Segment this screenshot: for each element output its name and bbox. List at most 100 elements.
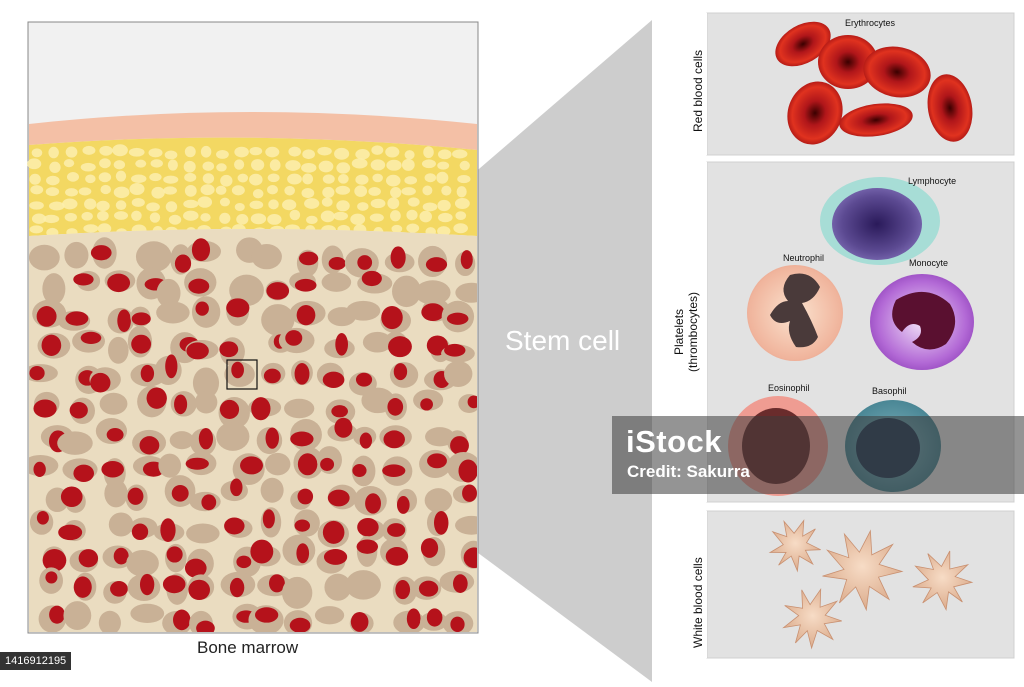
marrow-cell — [250, 539, 281, 567]
side-label-platelets: Platelets (thrombocytes) — [672, 292, 700, 372]
fat-globule — [234, 146, 249, 158]
marrow-cell — [127, 325, 153, 358]
marrow-cell — [381, 518, 407, 543]
fat-globule — [304, 198, 320, 209]
marrow-cell — [184, 548, 214, 579]
fat-globule — [318, 160, 334, 173]
fat-globule — [249, 173, 263, 186]
marrow-cell — [396, 488, 418, 514]
fat-globule — [31, 213, 47, 224]
fat-globule — [401, 158, 415, 171]
bone-marrow-diagram — [27, 21, 479, 634]
marrow-cell — [69, 397, 95, 424]
marrow-cell — [327, 484, 358, 510]
watermark-band — [612, 416, 1024, 494]
marrow-cell — [184, 268, 217, 297]
marrow-cell — [73, 572, 97, 601]
marrow-cell — [316, 549, 348, 574]
marrow-cell — [135, 241, 172, 273]
fat-globule — [387, 197, 400, 210]
lymphocyte-label: Lymphocyte — [908, 176, 957, 186]
fat-globule — [184, 146, 196, 158]
marrow-cell — [29, 244, 60, 271]
fat-globule — [45, 187, 60, 197]
fat-globule — [284, 185, 295, 196]
fat-globule — [337, 174, 349, 184]
fat-globule — [151, 186, 165, 199]
marrow-cell — [414, 280, 451, 305]
marrow-cell — [392, 576, 417, 605]
marrow-cell — [441, 300, 475, 333]
marrow-cell — [248, 605, 284, 632]
marrow-cell — [296, 249, 319, 277]
marrow-cell — [353, 426, 377, 449]
basophil-label: Basophil — [872, 386, 907, 396]
marrow-cell — [62, 458, 98, 483]
marrow-cell — [57, 431, 93, 455]
marrow-cell — [73, 270, 101, 292]
fat-globule — [302, 173, 314, 185]
fat-globule — [112, 144, 128, 157]
fat-globule — [216, 149, 229, 159]
fat-globule — [168, 214, 182, 225]
fat-globule — [129, 183, 145, 196]
fat-globule — [317, 146, 332, 156]
fat-globule — [252, 189, 264, 199]
fat-globule — [202, 173, 215, 184]
marrow-cell — [29, 454, 59, 478]
marrow-cell — [316, 362, 345, 388]
marrow-cell — [108, 336, 129, 364]
rbc-3 — [863, 46, 931, 98]
fat-globule — [80, 162, 96, 172]
fat-globule — [46, 175, 60, 186]
fat-globule — [267, 213, 282, 225]
fat-globule — [184, 172, 197, 182]
marrow-cell — [324, 573, 352, 601]
marrow-cell — [380, 538, 409, 566]
marrow-cell — [384, 331, 412, 358]
fat-globule — [407, 197, 420, 207]
marrow-cell — [327, 417, 358, 442]
fat-globule — [390, 187, 402, 198]
marrow-cell — [89, 367, 121, 393]
marrow-cell — [218, 397, 250, 429]
marrow-cell — [362, 331, 392, 353]
fat-globule — [99, 158, 111, 169]
marrow-cell — [107, 307, 135, 334]
fat-globule — [131, 197, 145, 207]
fat-globule — [128, 147, 145, 157]
marrow-cell — [447, 430, 469, 455]
fat-globule — [81, 211, 93, 221]
marrow-cell — [261, 362, 286, 385]
marrow-cell — [72, 329, 105, 353]
fat-globule — [167, 159, 178, 171]
marrow-cell — [170, 244, 192, 275]
fat-globule — [231, 185, 245, 196]
marrow-cell — [291, 360, 313, 386]
fat-globule — [301, 163, 317, 173]
fat-globule — [357, 202, 369, 211]
marrow-cell — [185, 451, 217, 476]
fat-globule — [183, 160, 196, 173]
periosteum-layer — [29, 112, 477, 150]
fat-globule — [215, 185, 227, 195]
marrow-cell — [455, 282, 477, 303]
rbc-5 — [839, 103, 913, 137]
fat-globule — [436, 171, 449, 184]
fat-globule — [336, 200, 350, 212]
fat-globule — [371, 145, 384, 155]
fat-globule — [31, 148, 43, 158]
side-label-red: Red blood cells — [691, 49, 705, 132]
marrow-cell — [380, 305, 412, 334]
marrow-cell — [324, 333, 355, 359]
marrow-cell — [357, 517, 386, 541]
marrow-cell — [293, 509, 320, 537]
marrow-cell — [260, 477, 284, 503]
fat-globule — [216, 163, 227, 172]
marrow-cell — [384, 246, 415, 273]
marrow-cell — [420, 608, 448, 631]
fat-globule — [163, 186, 177, 195]
watermark-logo: iStock — [626, 424, 723, 459]
platelet-star — [822, 529, 904, 612]
image-id-tag: 1416912195 — [0, 652, 72, 670]
